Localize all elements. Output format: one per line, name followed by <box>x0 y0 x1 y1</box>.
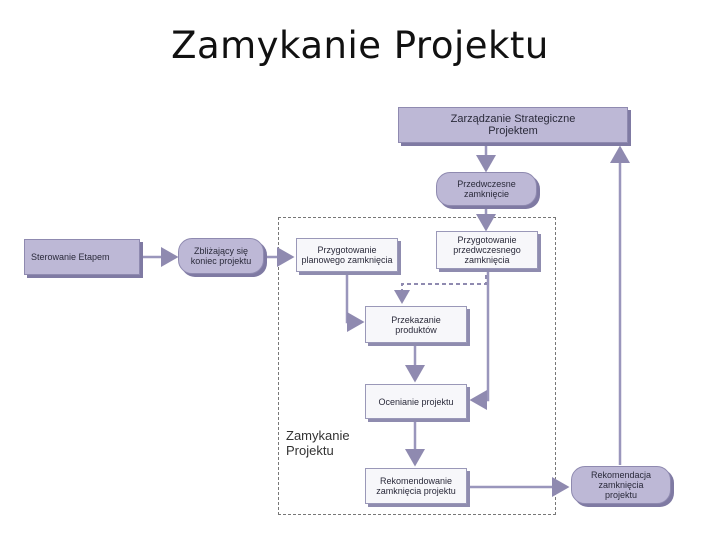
node-przekazanie-produktow: Przekazanie produktów <box>365 306 467 343</box>
node-zarzadzanie-strategiczne: Zarządzanie Strategiczne Projektem <box>398 107 628 143</box>
node-rekomendowanie-zamkniecia: Rekomendowanie zamknięcia projektu <box>365 468 467 504</box>
arrow-przyg-przedwczesne-to-ocenianie <box>469 268 490 410</box>
node-zblizajacy-sie-koniec: Zbliżający się koniec projektu <box>178 238 264 274</box>
node-przedwczesne-zamkniecie: Przedwczesne zamknięcie <box>436 172 537 206</box>
node-przygotowanie-planowego: Przygotowanie planowego zamknięcia <box>296 238 398 272</box>
frame-label: Zamykanie Projektu <box>286 428 350 458</box>
page-title: Zamykanie Projektu <box>171 24 549 67</box>
node-sterowanie-etapem: Sterowanie Etapem <box>24 239 140 275</box>
node-przygotowanie-przedwczesnego: Przygotowanie przedwczesnego zamknięcia <box>436 231 538 269</box>
node-ocenianie-projektu: Ocenianie projektu <box>365 384 467 419</box>
arrow-przyg-planowe-to-przekazanie <box>345 272 365 332</box>
arrow-dashed-przyg-przedwczesne-to-przekazanie <box>394 268 487 304</box>
node-rekomendacja-zamkniecia: Rekomendacja zamknięcia projektu <box>571 466 671 504</box>
closing-process-frame <box>278 217 556 515</box>
